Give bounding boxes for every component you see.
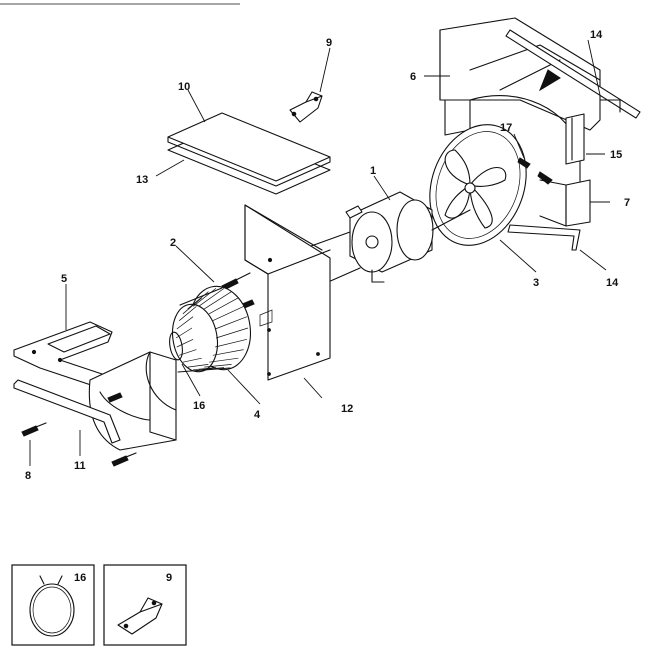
callout-11: 11	[74, 460, 86, 472]
wheel-slat	[182, 297, 202, 315]
wheel-slat	[187, 291, 209, 310]
clip-part-15	[565, 113, 585, 165]
callout-6: 6	[410, 71, 416, 83]
callout-10: 10	[178, 81, 190, 93]
inset-box-16: 16	[11, 564, 95, 646]
wheel-slat	[176, 316, 194, 330]
screw-part-17	[517, 157, 553, 185]
clamp-part-16	[169, 331, 183, 361]
wheel-slat	[212, 349, 244, 356]
callout-14-upper: 14	[590, 29, 603, 41]
wheel-slat	[215, 338, 247, 348]
wheel-slat	[208, 297, 239, 315]
callout-9: 9	[326, 37, 332, 49]
fan-blade-part-3	[429, 124, 527, 246]
wheel-slat	[209, 357, 239, 363]
wheel-slat	[215, 327, 249, 339]
rail-part-14-upper	[505, 29, 641, 119]
shroud-part-6	[439, 17, 601, 201]
wheel-slat	[193, 367, 217, 371]
inset-16-label: 16	[74, 572, 86, 584]
motor-part-1	[299, 191, 471, 291]
callout-13: 13	[136, 174, 148, 186]
housing-cover-part-5	[13, 321, 121, 393]
callout-2: 2	[170, 237, 176, 249]
callout-8: 8	[25, 470, 31, 482]
callout-5: 5	[61, 273, 67, 285]
bracket-part-9	[289, 91, 323, 123]
leader-lines	[29, 39, 610, 466]
wheel-slat	[178, 306, 197, 321]
inset-9-label: 9	[166, 572, 172, 584]
wheel-slat	[198, 367, 225, 371]
callout-4: 4	[254, 409, 261, 421]
screws-part-8	[21, 392, 137, 467]
scroll-housing	[88, 351, 177, 451]
wheel-slat	[215, 316, 248, 330]
callout-1: 1	[370, 165, 376, 177]
wheel-slat	[187, 364, 209, 368]
callout-15: 15	[610, 149, 622, 161]
strip-part-11	[13, 379, 121, 444]
callout-12: 12	[341, 403, 353, 415]
rail-part-14-lower	[507, 224, 581, 251]
wheel-slat	[192, 288, 217, 307]
plate-part-7	[539, 179, 591, 227]
callout-16: 16	[193, 400, 205, 412]
wheel-slat	[212, 306, 244, 322]
wheel-slat	[182, 357, 202, 363]
wheel-slat	[198, 288, 225, 307]
wheel-slat	[204, 291, 232, 310]
inset-box-9: 9	[103, 564, 187, 646]
callout-14-lower: 14	[606, 277, 619, 289]
wheel-slat	[204, 364, 232, 368]
blower-wheel-part-4	[171, 285, 251, 373]
callout-17: 17	[500, 122, 512, 134]
filter-panels-part-10-13	[167, 112, 331, 195]
wheel-slat	[176, 338, 194, 348]
callout-7: 7	[624, 197, 630, 209]
callout-3: 3	[533, 277, 539, 289]
mount-plate-part-12	[244, 204, 331, 381]
